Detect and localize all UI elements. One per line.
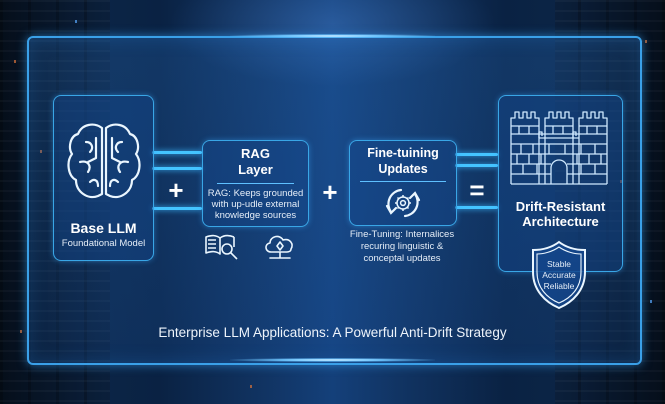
shield-text-line1: Stable <box>546 259 572 269</box>
fine-tuning-description-line2: recuring linguistic & <box>360 241 444 252</box>
rag-title-line1: RAG <box>241 146 270 161</box>
rag-description-line1: RAG: Keeps grounded <box>207 188 304 199</box>
shield-icon <box>532 240 586 310</box>
plus-operator: + <box>168 175 184 205</box>
rag-description-line2: with up-udle external <box>211 199 300 210</box>
connector-line <box>152 207 202 210</box>
fine-tuning-divider <box>360 181 446 182</box>
diagram-caption: Enterprise LLM Applications: A Powerful … <box>158 325 507 340</box>
frame-glow-bottom <box>230 358 435 362</box>
book-search-icon <box>205 234 238 260</box>
rag-description-line3: knowledge sources <box>214 210 297 221</box>
connector-line <box>455 153 498 156</box>
frame-glow-top <box>230 34 435 38</box>
shield-text-line3: Reliable <box>543 281 575 291</box>
fine-tuning-card: Fine-tuining Updates <box>349 140 457 226</box>
server-rack-background-left <box>0 0 110 404</box>
cloud-sync-icon <box>265 235 293 259</box>
base-llm-title: Base LLM <box>70 220 137 236</box>
fine-tuning-title-line1: Fine-tuining <box>367 146 439 160</box>
base-llm-card: Base LLM Foundational Model <box>53 95 154 261</box>
connector-line <box>455 206 498 209</box>
connector-line <box>152 151 202 154</box>
fine-tuning-description-line3: conceptal updates <box>363 253 441 264</box>
rag-divider <box>217 183 294 184</box>
drift-resistant-title-line2: Architecture <box>522 214 599 229</box>
fine-tuning-title-line2: Updates <box>378 162 428 176</box>
connector-line <box>455 164 498 167</box>
rag-title-line2: Layer <box>238 162 273 177</box>
rag-layer-card: RAG Layer RAG: Keeps grounded with up-ud… <box>202 140 309 227</box>
drift-resistant-title-line1: Drift-Resistant <box>515 199 606 214</box>
shield-text-line2: Accurate <box>542 270 576 280</box>
fine-tuning-description-line1: Fine-Tuning: Internalices <box>349 229 455 240</box>
brain-icon <box>67 123 141 199</box>
equals-operator: = <box>469 175 485 205</box>
gear-refresh-icon <box>385 188 421 218</box>
diagram-frame <box>27 36 642 365</box>
base-llm-subtitle: Foundational Model <box>61 238 146 249</box>
plus-operator: + <box>322 177 338 207</box>
castle-icon <box>510 111 608 185</box>
connector-line <box>152 167 202 170</box>
